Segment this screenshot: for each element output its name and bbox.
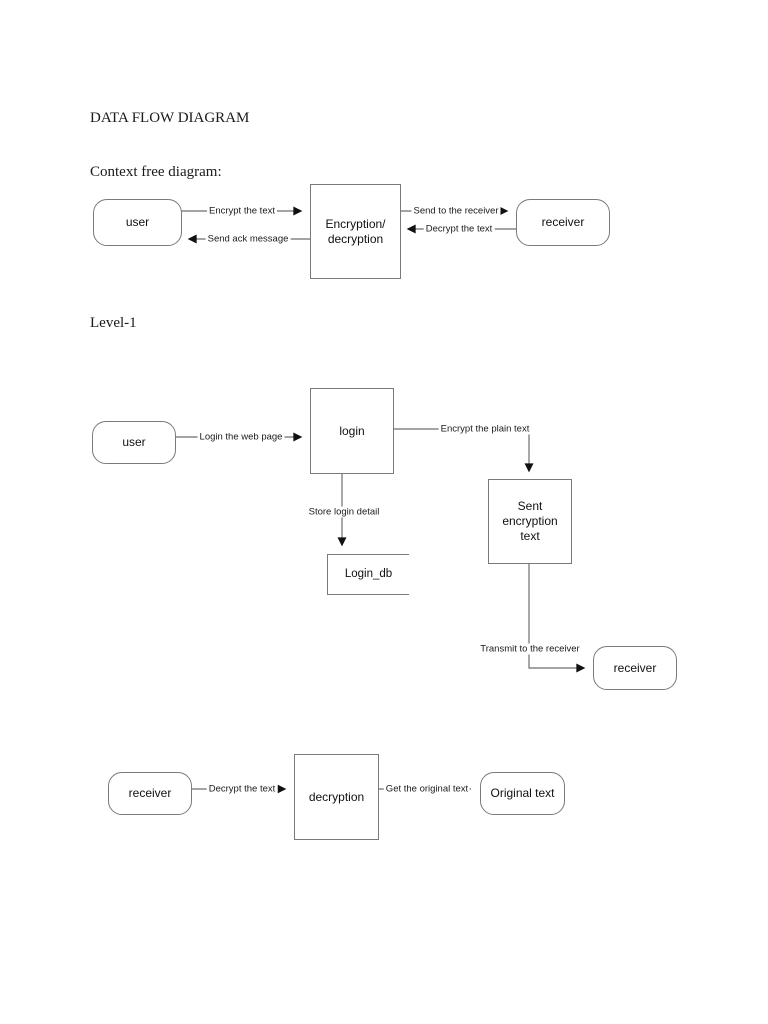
edge-label-encrypt-the-text: Encrypt the text — [206, 205, 278, 217]
level1-login-process: login — [310, 388, 394, 474]
context-receiver-node: receiver — [516, 199, 610, 246]
bottom-receiver-node: receiver — [108, 772, 192, 815]
level1-receiver-node: receiver — [593, 646, 677, 690]
bottom-decryption-process: decryption — [294, 754, 379, 840]
bottom-original-text-node: Original text — [480, 772, 565, 815]
edge-label-send-ack-message: Send ack message — [205, 233, 291, 245]
edge-label-send-to-receiver: Send to the receiver — [411, 205, 501, 217]
level1-user-node: user — [92, 421, 176, 464]
section-heading-level1: Level-1 — [90, 315, 137, 331]
edge-label-get-original-text: Get the original text — [383, 783, 471, 795]
level1-sent-encryption-text-process: Sent encryption text — [488, 479, 572, 564]
edge-label-store-login-detail: Store login detail — [306, 506, 382, 518]
context-encryption-decryption-process: Encryption/ decryption — [310, 184, 401, 279]
edge-label-login-web-page: Login the web page — [197, 431, 285, 443]
edge-transmit-line — [528, 563, 586, 673]
context-user-node: user — [93, 199, 182, 246]
page-title: DATA FLOW DIAGRAM — [90, 110, 250, 126]
edge-label-decrypt-the-text-2: Decrypt the text — [206, 783, 278, 795]
section-heading-context: Context free diagram: — [90, 164, 222, 180]
level1-login-db-datastore: Login_db — [327, 554, 409, 595]
edge-label-decrypt-the-text: Decrypt the text — [423, 223, 495, 235]
edge-label-transmit-to-receiver: Transmit to the receiver — [478, 643, 582, 655]
edge-encrypt-plain-text-line — [393, 428, 534, 473]
edge-label-encrypt-plain-text: Encrypt the plain text — [438, 423, 532, 435]
